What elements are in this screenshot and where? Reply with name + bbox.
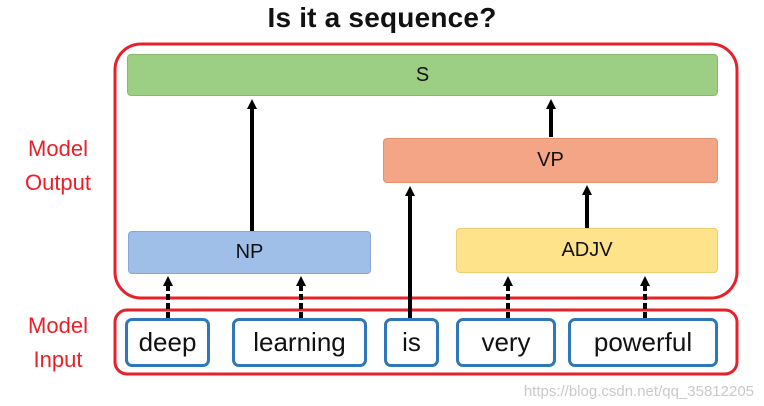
diagram-title: Is it a sequence? xyxy=(267,2,497,33)
watermark: https://blog.csdn.net/qq_35812205 xyxy=(523,383,754,400)
node-adjv: ADJV xyxy=(456,228,718,273)
node-np: NP xyxy=(128,231,371,274)
model-input-frame xyxy=(113,308,739,376)
word-deep: deep xyxy=(125,318,210,367)
model-output-frame xyxy=(113,42,739,300)
model-input-label: Model Input xyxy=(28,313,88,372)
word-is: is xyxy=(384,318,439,367)
word-powerful: powerful xyxy=(568,318,718,367)
node-s: S xyxy=(127,54,718,96)
model-output-label: Model Output xyxy=(24,136,92,195)
word-learning: learning xyxy=(232,318,367,367)
word-very: very xyxy=(456,318,556,367)
node-vp: VP xyxy=(383,138,718,183)
